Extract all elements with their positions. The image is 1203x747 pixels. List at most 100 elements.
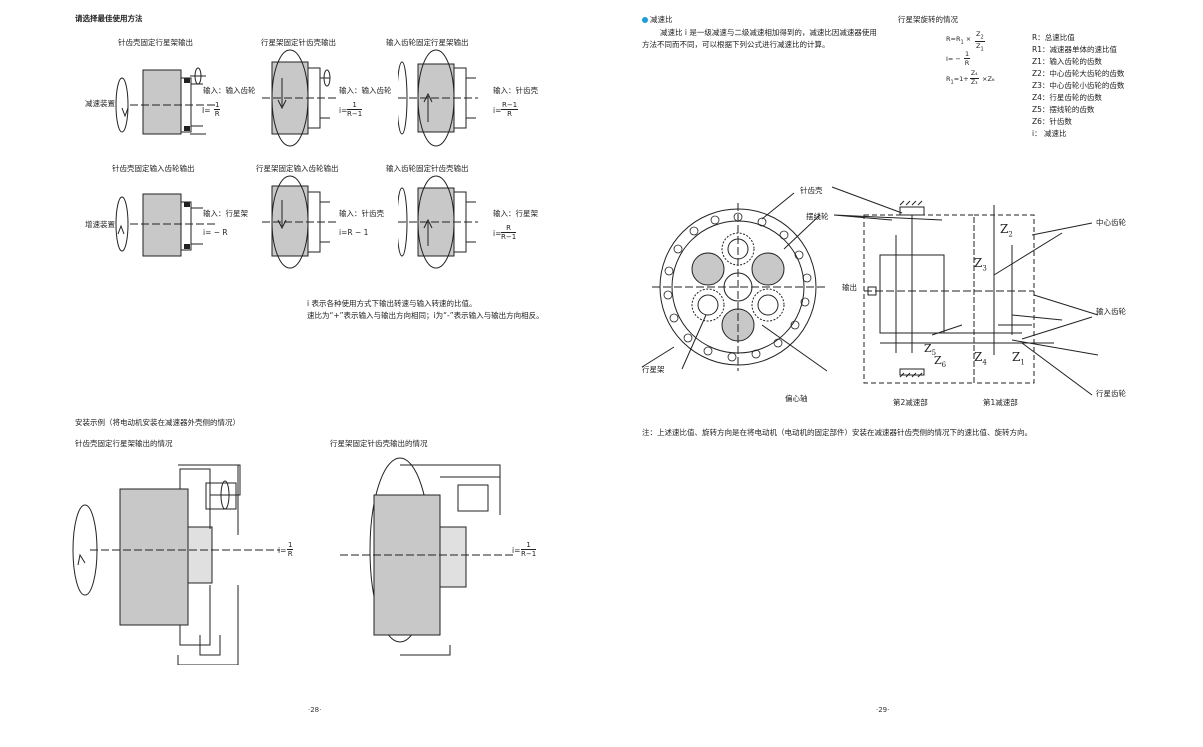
label-center-gear: 中心齿轮 <box>1096 218 1126 227</box>
frac-num: Z2 <box>975 30 985 43</box>
usage-input-3: 输入：针齿壳 <box>493 86 538 95</box>
label-z2-letter: Z <box>1000 222 1009 236</box>
formula-3: R1=1+ <box>946 74 969 87</box>
install-right-title: 行星架固定针齿壳输出的情况 <box>330 439 428 448</box>
usage-input-6: 输入：行星架 <box>493 209 538 218</box>
label-planet-gear: 行星齿轮 <box>1096 389 1126 398</box>
frac-den: R−1 <box>521 550 537 558</box>
label-z2: Z2 <box>1000 222 1013 241</box>
install-left-eq-prefix: i= <box>278 546 287 555</box>
frac-num: R−1 <box>501 101 519 110</box>
label-z5: Z5 <box>924 342 936 360</box>
legend-item: Z2：中心齿轮大齿轮的齿数 <box>1032 69 1125 78</box>
formula-3-sub: 1 <box>950 79 954 86</box>
frac-den: R <box>287 550 293 558</box>
ratio-heading: 减速比 <box>642 15 673 25</box>
usage-input-4: 输入：行星架 <box>203 209 248 218</box>
frac-den: Z1 <box>975 42 985 53</box>
usage-input-2: 输入：输入齿轮 <box>339 86 392 95</box>
install-right-eq-prefix: i= <box>512 546 521 555</box>
usage-input-5: 输入：针齿壳 <box>339 209 384 218</box>
formula-1-num-sub: 2 <box>980 34 984 41</box>
frac-num: 1 <box>347 101 363 110</box>
frac-den: R <box>214 110 220 118</box>
usage-eq-prefix-6: i= <box>493 229 502 238</box>
legend-item: Z1：输入齿轮的齿数 <box>1032 57 1102 66</box>
label-z4-letter: Z <box>974 350 983 364</box>
usage-title-5: 行星架固定输入齿轮输出 <box>256 164 339 173</box>
formula-total-ratio: R=R1 × <box>946 34 971 47</box>
frac-num: Z₄ <box>970 70 979 79</box>
usage-title-6: 输入齿轮固定针齿壳输出 <box>386 164 469 173</box>
frac-den: R <box>507 110 513 118</box>
label-z3-letter: Z <box>974 256 983 270</box>
frac-num: 1 <box>521 541 537 550</box>
page-29: 减速比 减速比 i 是一级减速与二级减速相加得到的，减速比因减速器使用 方法不同… <box>602 0 1203 747</box>
label-z1: Z1 <box>1012 350 1025 369</box>
legend-item: Z6：针齿数 <box>1032 117 1072 126</box>
label-eccentric: 偏心轴 <box>785 394 808 403</box>
legend-item: Z3：中心齿轮小齿轮的齿数 <box>1032 81 1125 90</box>
label-z6-sub: 6 <box>941 361 947 370</box>
legend-item: R1：减速器单体的速比值 <box>1032 45 1117 54</box>
frac-num: R <box>501 224 517 233</box>
label-stage1: 第1减速部 <box>983 398 1018 407</box>
formula-1-mid: × <box>965 35 972 43</box>
note-ratio: i 表示各种使用方式下输出转速与输入转速的比值。 <box>307 299 477 308</box>
label-output: 输出 <box>842 283 857 292</box>
frac-num: 1 <box>214 101 221 110</box>
footnote: 注：上述速比值、旋转方向是在将电动机（电动机的固定部件）安装在减速器针齿壳侧的情… <box>642 428 1032 437</box>
install-heading: 安装示例（将电动机安装在减速器外壳侧的情况） <box>75 418 240 427</box>
usage-diagram-4 <box>115 193 215 257</box>
page-28: 请选择最佳使用方法 针齿壳固定行星架输出 行星架固定针齿壳输出 输入齿轮固定行星… <box>0 0 601 747</box>
label-z1-sub: 1 <box>1020 358 1025 367</box>
label-z3: Z3 <box>974 256 987 275</box>
section-heading: 请选择最佳使用方法 <box>75 14 143 23</box>
formula-3-eq: =1+ <box>953 75 969 83</box>
install-diagram-right <box>340 457 515 656</box>
legend-item: Z4：行星齿轮的齿数 <box>1032 93 1102 102</box>
frac-den: Z₃ <box>971 79 978 86</box>
frac-den: R−1 <box>347 110 363 118</box>
label-z6-letter: Z <box>934 354 942 367</box>
usage-eq-prefix-3: i= <box>493 106 502 115</box>
usage-title-2: 行星架固定针齿壳输出 <box>261 38 336 47</box>
note-sign: 速比为“+”表示输入与输出方向相同；i为“-”表示输入与输出方向相反。 <box>307 311 544 320</box>
formula-1-num: Z <box>976 30 981 38</box>
bullet-icon <box>642 16 648 23</box>
formula-3-prefix: R <box>946 75 951 83</box>
ratio-text-2: 方法不同而不同，可以根据下列公式进行减速比的计算。 <box>642 40 830 49</box>
label-input-gear: 输入齿轮 <box>1096 307 1126 316</box>
usage-diagram-3 <box>398 49 478 147</box>
increase-label: 增速装置 <box>85 220 115 229</box>
frac-den: R <box>964 59 970 67</box>
label-cycloid: 摆线轮 <box>806 212 829 221</box>
page-number: ·28· <box>308 706 322 714</box>
label-z1-letter: Z <box>1012 350 1021 364</box>
label-z5-letter: Z <box>924 342 932 355</box>
page-number: ·29· <box>876 706 890 714</box>
formula-1-den-sub: 1 <box>980 46 984 53</box>
usage-diagram-2 <box>262 49 338 147</box>
usage-title-3: 输入齿轮固定行星架输出 <box>386 38 469 47</box>
frac-den: R−1 <box>501 233 517 241</box>
usage-title-1: 针齿壳固定行星架输出 <box>118 38 193 47</box>
usage-diagram-5 <box>262 175 338 269</box>
formula-2-prefix: I= − <box>946 55 961 63</box>
label-pin-housing: 针齿壳 <box>800 186 823 195</box>
formula-1-den: Z <box>976 42 981 51</box>
ratio-heading-text: 减速比 <box>650 15 673 24</box>
legend-item: R：总速比值 <box>1032 33 1075 42</box>
install-diagram-left <box>72 464 280 665</box>
label-z4: Z4 <box>974 350 987 369</box>
legend-item: i： 减速比 <box>1032 129 1067 138</box>
usage-eq-prefix-1: I= <box>202 106 211 115</box>
